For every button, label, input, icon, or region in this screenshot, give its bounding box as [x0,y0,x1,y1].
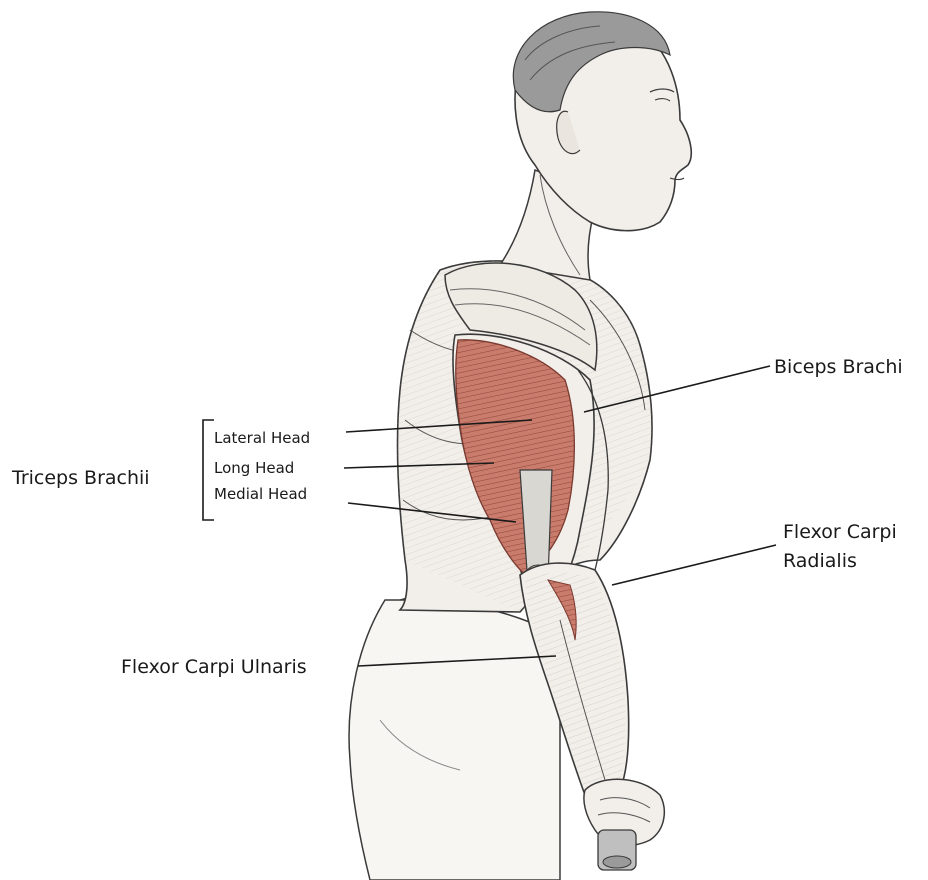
label-flexor-carpi-radialis-line2: Radialis [783,552,857,571]
label-medial-head: Medial Head [214,487,307,502]
triceps-bracket [203,420,214,520]
label-flexor-carpi-radialis-line1: Flexor Carpi [783,523,897,542]
label-triceps-brachii: Triceps Brachii [12,469,150,488]
label-biceps-brachi: Biceps Brachi [774,358,903,377]
label-lateral-head: Lateral Head [214,431,310,446]
label-long-head: Long Head [214,461,294,476]
label-flexor-carpi-ulnaris: Flexor Carpi Ulnaris [121,658,307,677]
pants [349,594,560,880]
hand-with-handle [584,779,664,870]
